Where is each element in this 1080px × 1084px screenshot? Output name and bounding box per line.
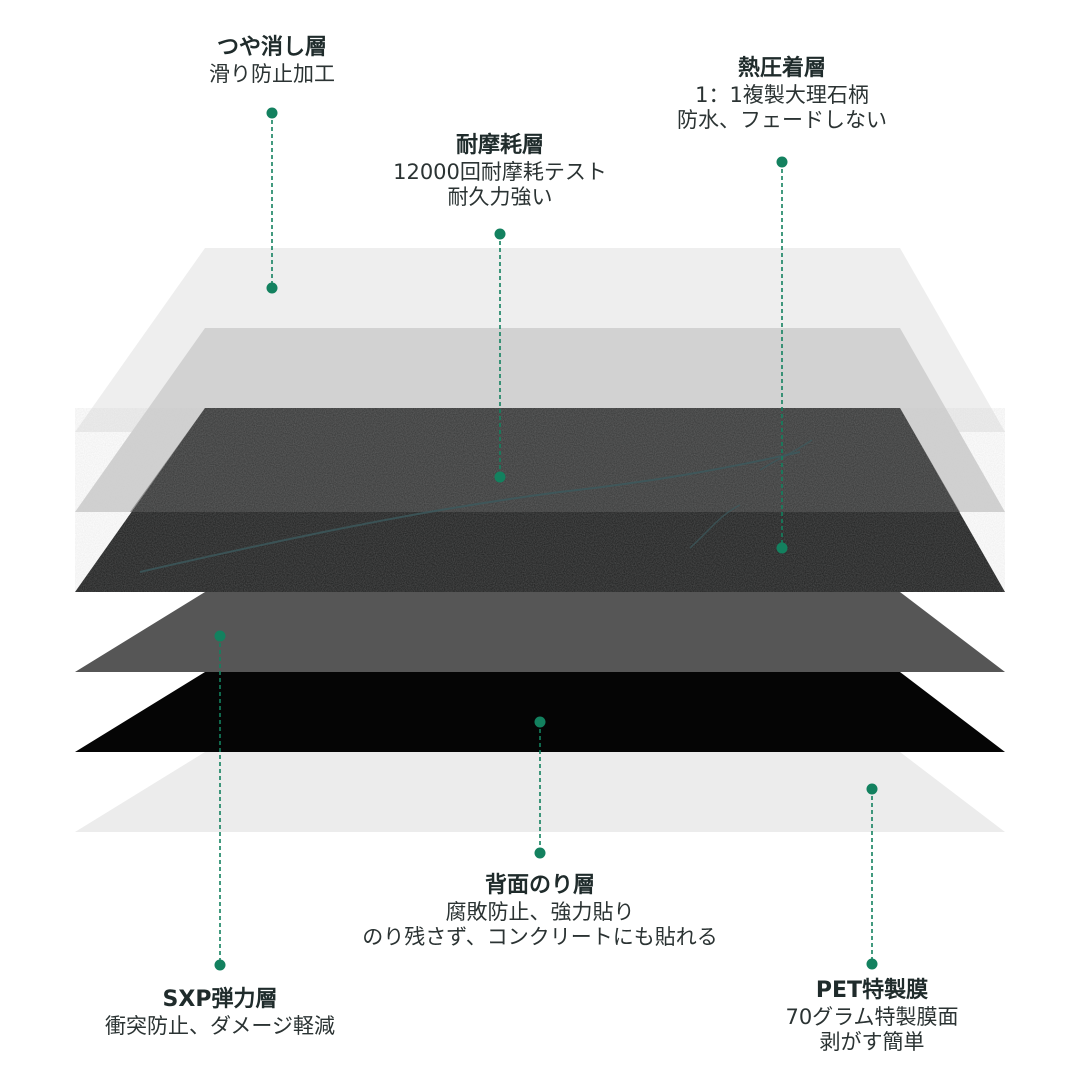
print-leader-dot-start xyxy=(776,156,788,168)
marble-print-layer xyxy=(75,408,1005,592)
matte-leader-dot-start xyxy=(266,107,278,119)
label-wear: 耐摩耗層 12000回耐摩耗テスト 耐久力強い xyxy=(393,132,607,210)
pet-leader-dot-start xyxy=(866,783,878,795)
wear-desc-1: 12000回耐摩耗テスト xyxy=(393,160,607,184)
sxp-leader-dot-start xyxy=(214,630,226,642)
pet-desc-1: 70グラム特製膜面 xyxy=(785,1005,959,1029)
print-desc-2: 防水、フェードしない xyxy=(677,108,887,132)
sxp-desc-1: 衝突防止、ダメージ軽減 xyxy=(105,1014,335,1038)
glue-desc-1: 腐敗防止、強力貼り xyxy=(445,900,635,924)
glue-title: 背面のり層 xyxy=(484,873,595,898)
print-leader-dot-end xyxy=(776,542,788,554)
label-pet: PET特製膜 70グラム特製膜面 剥がす簡単 xyxy=(785,977,958,1055)
matte-title: つや消し層 xyxy=(216,35,327,60)
pet-title: PET特製膜 xyxy=(815,978,929,1003)
glue-leader-dot-end xyxy=(534,847,546,859)
sxp-layer xyxy=(75,592,1005,672)
glue-leader-dot-start xyxy=(534,716,546,728)
pet-leader-dot-end xyxy=(866,958,878,970)
print-title: 熱圧着層 xyxy=(737,56,826,81)
label-sxp: SXP弾力層 衝突防止、ダメージ軽減 xyxy=(105,986,335,1039)
leader-lines xyxy=(214,107,878,971)
matte-desc-1: 滑り防止加工 xyxy=(209,62,335,86)
label-glue: 背面のり層 腐敗防止、強力貼り のり残さず、コンクリートにも貼れる xyxy=(362,872,718,950)
label-matte: つや消し層 滑り防止加工 xyxy=(209,34,335,87)
label-print: 熱圧着層 1：1複製大理石柄 防水、フェードしない xyxy=(677,55,887,133)
wear-desc-2: 耐久力強い xyxy=(447,185,553,209)
wear-leader-dot-end xyxy=(494,471,506,483)
wear-title: 耐摩耗層 xyxy=(455,133,544,158)
sxp-leader-dot-end xyxy=(214,959,226,971)
glue-desc-2: のり残さず、コンクリートにも貼れる xyxy=(362,925,718,949)
glue-layer xyxy=(75,672,1005,752)
sxp-title: SXP弾力層 xyxy=(162,987,278,1012)
wear-leader-dot-start xyxy=(494,228,506,240)
pet-desc-2: 剥がす簡単 xyxy=(819,1030,925,1054)
matte-leader-dot-end xyxy=(266,282,278,294)
print-desc-1: 1：1複製大理石柄 xyxy=(695,83,869,107)
